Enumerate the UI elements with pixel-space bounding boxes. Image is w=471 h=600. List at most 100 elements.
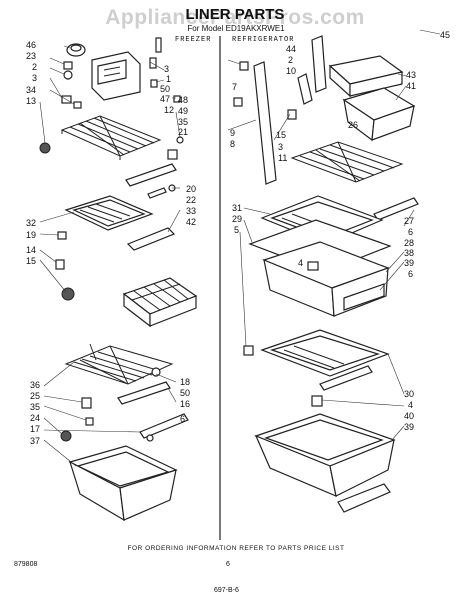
- refrigerator-header: REFRIGERATOR: [232, 36, 294, 44]
- callout-number: 39: [404, 258, 414, 268]
- crisper-drawer: [262, 241, 390, 317]
- freezer-bin: [68, 445, 178, 522]
- callout-number: 21: [178, 127, 188, 137]
- freezer-header: FREEZER: [175, 36, 211, 44]
- callout-number: 50: [160, 84, 170, 94]
- callout-number: 26: [348, 120, 358, 130]
- callout-number: 5: [234, 225, 239, 235]
- vertical-rail-left: [253, 61, 277, 185]
- callout-number: 20: [186, 184, 196, 194]
- callout-number: 7: [232, 82, 237, 92]
- callout-number: 35: [30, 402, 40, 412]
- lower-crisper-drawer: [254, 413, 396, 497]
- callout-number: 3: [32, 73, 37, 83]
- ice-cube-tray: [122, 277, 198, 328]
- fridge-small-parts: [233, 61, 297, 120]
- callout-number: 19: [26, 230, 36, 240]
- dairy-compartment: [328, 55, 404, 98]
- control-housing: [91, 51, 141, 101]
- callout-number: 27: [404, 216, 414, 226]
- fridge-wire-shelf: [290, 141, 404, 183]
- callout-number: 8: [230, 139, 235, 149]
- diagram-title: LINER PARTS: [186, 6, 285, 23]
- drawer-bracket: [337, 483, 391, 513]
- clip-parts: [61, 61, 82, 109]
- callout-number: 34: [26, 85, 36, 95]
- callouts-left: 46 23 2 3 34 13 32 19 14 15 36 25 35 24 …: [26, 40, 40, 446]
- callout-number: 35: [178, 117, 188, 127]
- callout-number: 2: [288, 55, 293, 65]
- callout-number: 12: [164, 105, 174, 115]
- callout-number: 17: [30, 424, 40, 434]
- trim-bracket: [126, 227, 176, 251]
- support-4: [311, 395, 323, 407]
- ordering-note: FOR ORDERING INFORMATION REFER TO PARTS …: [128, 545, 345, 552]
- callout-number: 36: [30, 380, 40, 390]
- callout-number: 44: [286, 44, 296, 54]
- callout-number: 3: [164, 64, 169, 74]
- callout-number: 2: [32, 62, 37, 72]
- callouts-freezer: 3 1 50 47 12 48 49 35 21 20 22 33 42 18 …: [160, 64, 196, 424]
- callout-number: 6: [180, 414, 185, 424]
- callout-number: 39: [404, 422, 414, 432]
- callout-number: 47: [160, 94, 170, 104]
- leader-lines: [39, 29, 441, 467]
- callout-number: 49: [178, 106, 188, 116]
- shelf-support-knob: [39, 142, 51, 154]
- freezer-wire-shelf: [60, 115, 162, 160]
- vertical-rail-top: [311, 35, 327, 93]
- page-number: 6: [226, 561, 230, 568]
- vertical-bracket: [297, 73, 313, 105]
- door-bin: [342, 87, 416, 142]
- callout-number: 30: [404, 389, 414, 399]
- callout-number: 10: [286, 66, 296, 76]
- lower-small-parts: [60, 397, 94, 442]
- callout-number: 6: [408, 227, 413, 237]
- support-5: [243, 345, 254, 356]
- callout-number: 46: [26, 40, 36, 50]
- callout-number: 43: [406, 70, 416, 80]
- callout-number: 40: [404, 411, 414, 421]
- callout-number: 3: [278, 142, 283, 152]
- callout-number: 4: [408, 400, 413, 410]
- freezer-tray: [64, 195, 154, 231]
- callout-number: 37: [30, 436, 40, 446]
- model-subtitle: For Model ED19AKXRWE1: [187, 24, 285, 33]
- callout-number: 42: [186, 217, 196, 227]
- callout-number: 18: [180, 377, 190, 387]
- callout-number: 9: [230, 128, 235, 138]
- shelf-clips: [147, 184, 176, 199]
- drawer-clip: [307, 261, 319, 271]
- callouts-fridge-right: 45 43 41 27 6 28 38 39 6 30 4 40 39: [404, 30, 450, 432]
- callouts-fridge-left: 44 2 10 7 15 9 8 3 11 31 29 5 4 26: [230, 44, 358, 268]
- knob-part: [66, 43, 86, 57]
- shelf-rail: [125, 136, 184, 187]
- callout-number: 13: [26, 96, 36, 106]
- callout-number: 11: [278, 153, 287, 163]
- bracket-parts: [149, 37, 181, 103]
- callout-number: 16: [180, 399, 190, 409]
- callout-number: 23: [26, 51, 36, 61]
- small-freezer-parts: [55, 231, 75, 301]
- lower-wire-shelf: [64, 343, 174, 385]
- callout-number: 4: [298, 258, 303, 268]
- shelf-trim-lower: [319, 365, 373, 391]
- drawing-code: 879808: [14, 561, 37, 568]
- callout-number: 33: [186, 206, 196, 216]
- callout-number: 41: [406, 81, 416, 91]
- callout-number: 31: [232, 203, 242, 213]
- callout-number: 6: [408, 269, 413, 279]
- callout-number: 32: [26, 218, 36, 228]
- handwritten-code: 697-B-6: [214, 587, 239, 594]
- callout-number: 15: [276, 130, 286, 140]
- callout-number: 22: [186, 195, 196, 205]
- callout-number: 25: [30, 391, 40, 401]
- callout-number: 48: [178, 95, 188, 105]
- callout-number: 15: [26, 256, 36, 266]
- callout-number: 45: [440, 30, 450, 40]
- lower-glass-shelf: [260, 329, 390, 377]
- callout-number: 24: [30, 413, 40, 423]
- callout-number: 50: [180, 388, 190, 398]
- callout-number: 14: [26, 245, 36, 255]
